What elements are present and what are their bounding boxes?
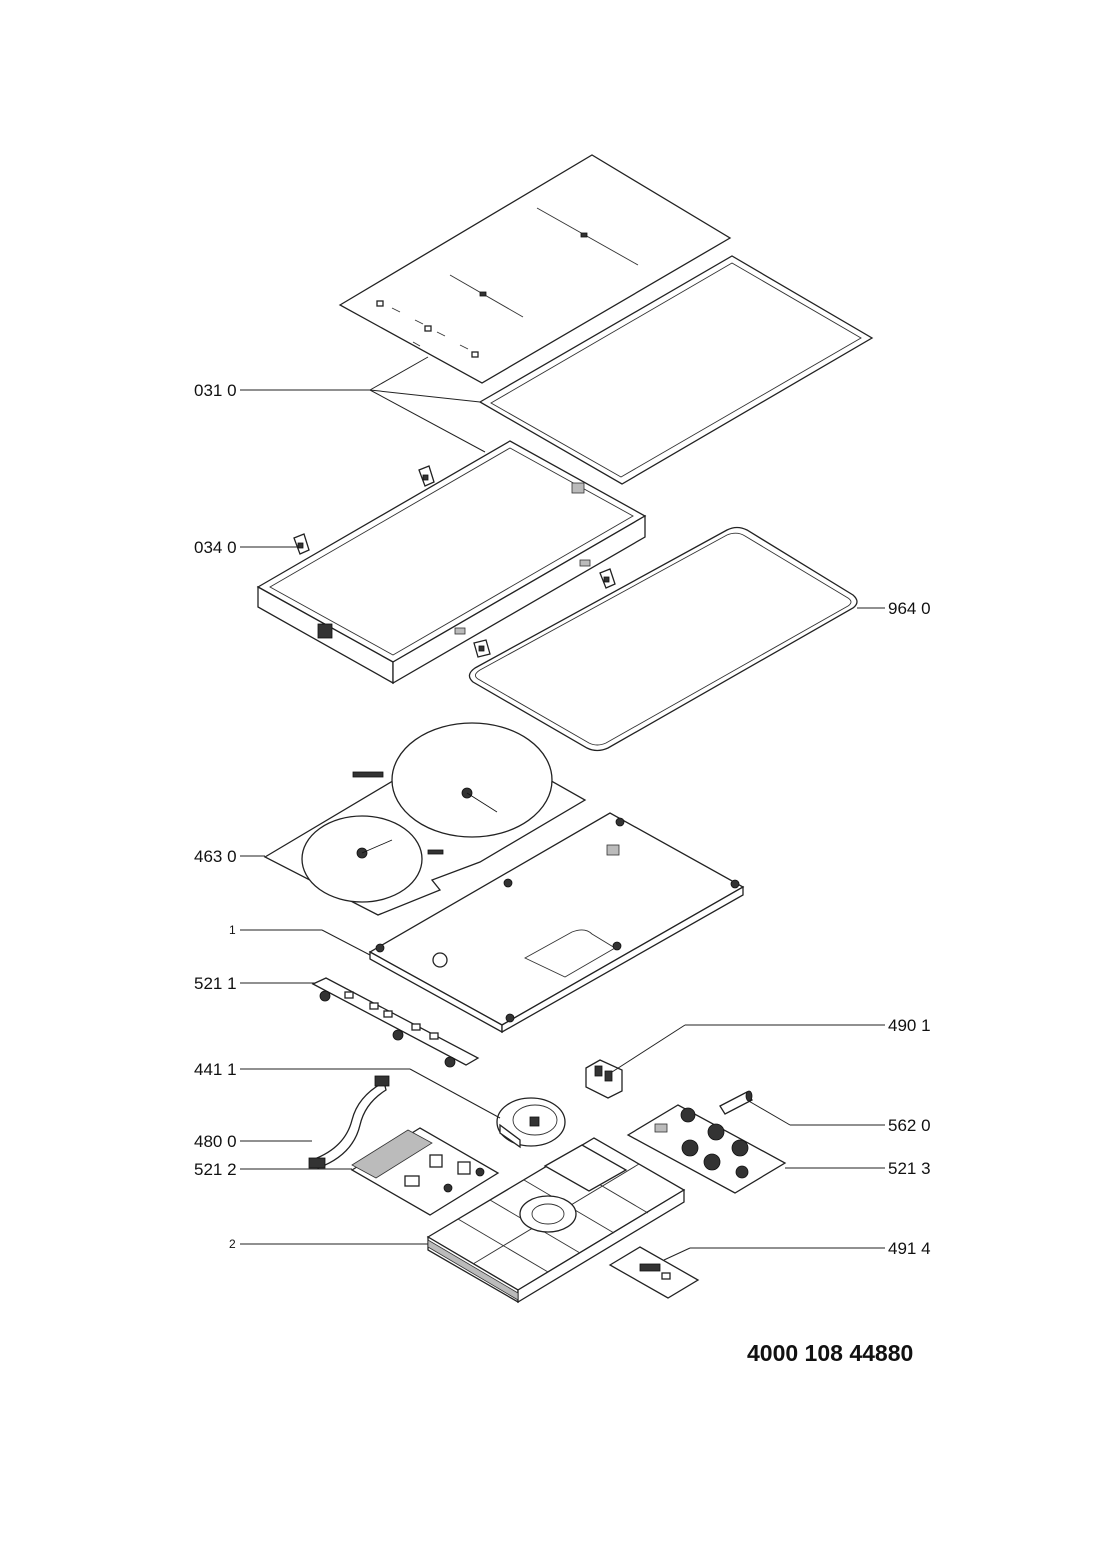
- label-521-3: 521 3: [888, 1159, 931, 1178]
- control-pcb: [311, 977, 480, 1068]
- ferrite-rod: [719, 1090, 753, 1115]
- label-441-1: 441 1: [194, 1060, 237, 1079]
- connector-board: [608, 1246, 700, 1299]
- label-964-0: 964 0: [888, 599, 931, 618]
- label-521-1: 521 1: [194, 974, 237, 993]
- glass-frame-seal: [478, 255, 874, 485]
- power-board-right: [626, 1104, 787, 1194]
- power-board-left: [350, 1127, 500, 1216]
- label-1: 1: [229, 923, 236, 937]
- label-521-2: 521 2: [194, 1160, 237, 1179]
- cooling-fan: [496, 1097, 566, 1149]
- label-2: 2: [229, 1237, 236, 1251]
- label-034-0: 034 0: [194, 538, 237, 557]
- clip-upper: [418, 465, 435, 487]
- label-031-0: 031 0: [194, 381, 237, 400]
- clip-lower: [473, 639, 491, 658]
- temperature-sensor: [585, 1059, 623, 1099]
- leader-lines: [240, 356, 885, 1261]
- gasket: [468, 526, 858, 752]
- clip-right: [599, 568, 616, 589]
- label-562-0: 562 0: [888, 1116, 931, 1135]
- housing-frame: [256, 440, 647, 685]
- bottom-housing: [426, 1137, 686, 1304]
- clip-034-0: [293, 533, 310, 555]
- glass-ceramic-top: [338, 154, 732, 384]
- base-plate: [368, 812, 745, 1034]
- coil-carrier-plate: [263, 722, 587, 916]
- flat-cable: [308, 1075, 390, 1169]
- label-480-0: 480 0: [194, 1132, 237, 1151]
- label-491-4: 491 4: [888, 1239, 931, 1258]
- label-463-0: 463 0: [194, 847, 237, 866]
- document-number: 4000 108 44880: [747, 1340, 914, 1366]
- label-490-1: 490 1: [888, 1016, 931, 1035]
